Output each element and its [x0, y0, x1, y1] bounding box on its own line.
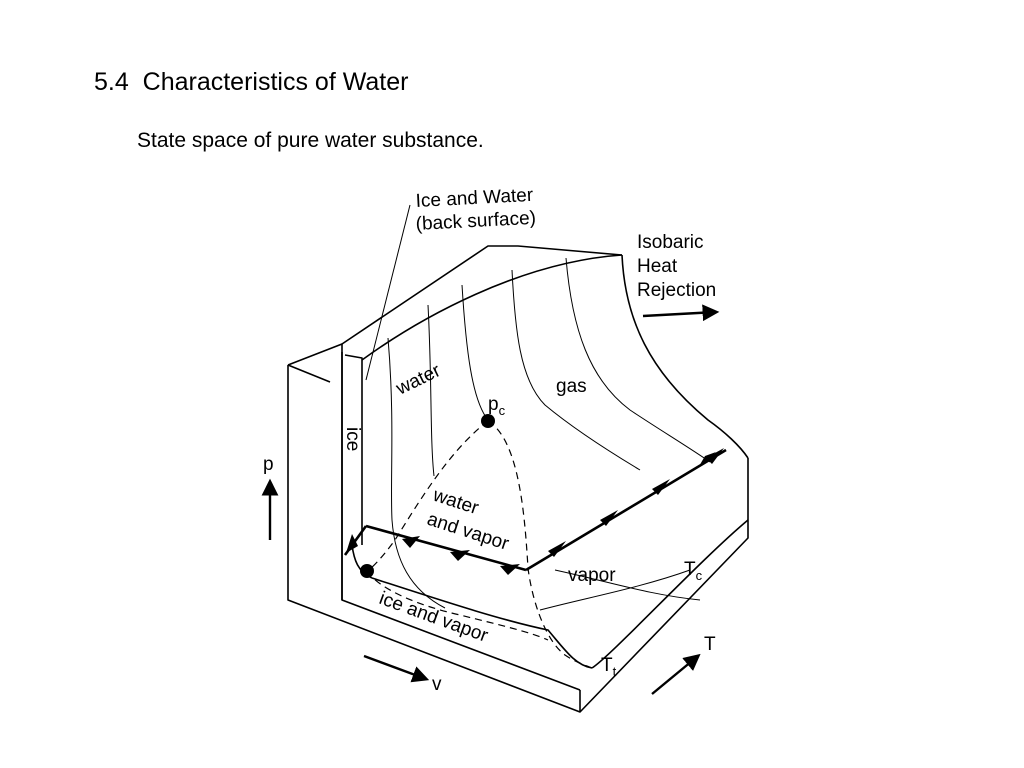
- label-ice-and-vapor: ice and vapor: [376, 588, 491, 647]
- block-outline: [287, 245, 749, 713]
- label-ice: ice: [342, 427, 363, 451]
- slide-heading: 5.4 Characteristics of Water: [94, 68, 409, 96]
- label-triple-temperature: Tt: [601, 655, 617, 679]
- surface-edges: [351, 254, 749, 669]
- label-gas: gas: [556, 376, 587, 397]
- slide-subheading: State space of pure water substance.: [137, 129, 484, 152]
- path-arrowheads: [346, 448, 724, 575]
- isobaric-direction-arrow: [642, 304, 720, 322]
- label-ice-water-line2: (back surface): [415, 208, 536, 235]
- label-vapor: vapor: [568, 565, 616, 586]
- ice-water-leader-line: [365, 204, 411, 381]
- label-critical-temperature: Tc: [684, 559, 703, 583]
- triple-point: [360, 564, 374, 578]
- saturation-dome: [366, 420, 593, 669]
- label-axis-p: p: [263, 454, 274, 475]
- label-axis-t: T: [704, 634, 716, 655]
- axis-v-arrow: [363, 654, 430, 683]
- label-axis-v: v: [432, 674, 442, 695]
- label-isobaric-line3: Rejection: [637, 280, 716, 301]
- critical-point: [481, 414, 495, 428]
- label-water: water: [392, 360, 444, 400]
- axis-t-arrow: [651, 653, 701, 695]
- label-critical-pressure: pc: [488, 394, 506, 418]
- label-isobaric-line2: Heat: [637, 256, 678, 277]
- isobaric-path: [343, 448, 727, 572]
- label-isobaric-line1: Isobaric: [637, 232, 704, 253]
- isotherm-lines: [387, 257, 711, 611]
